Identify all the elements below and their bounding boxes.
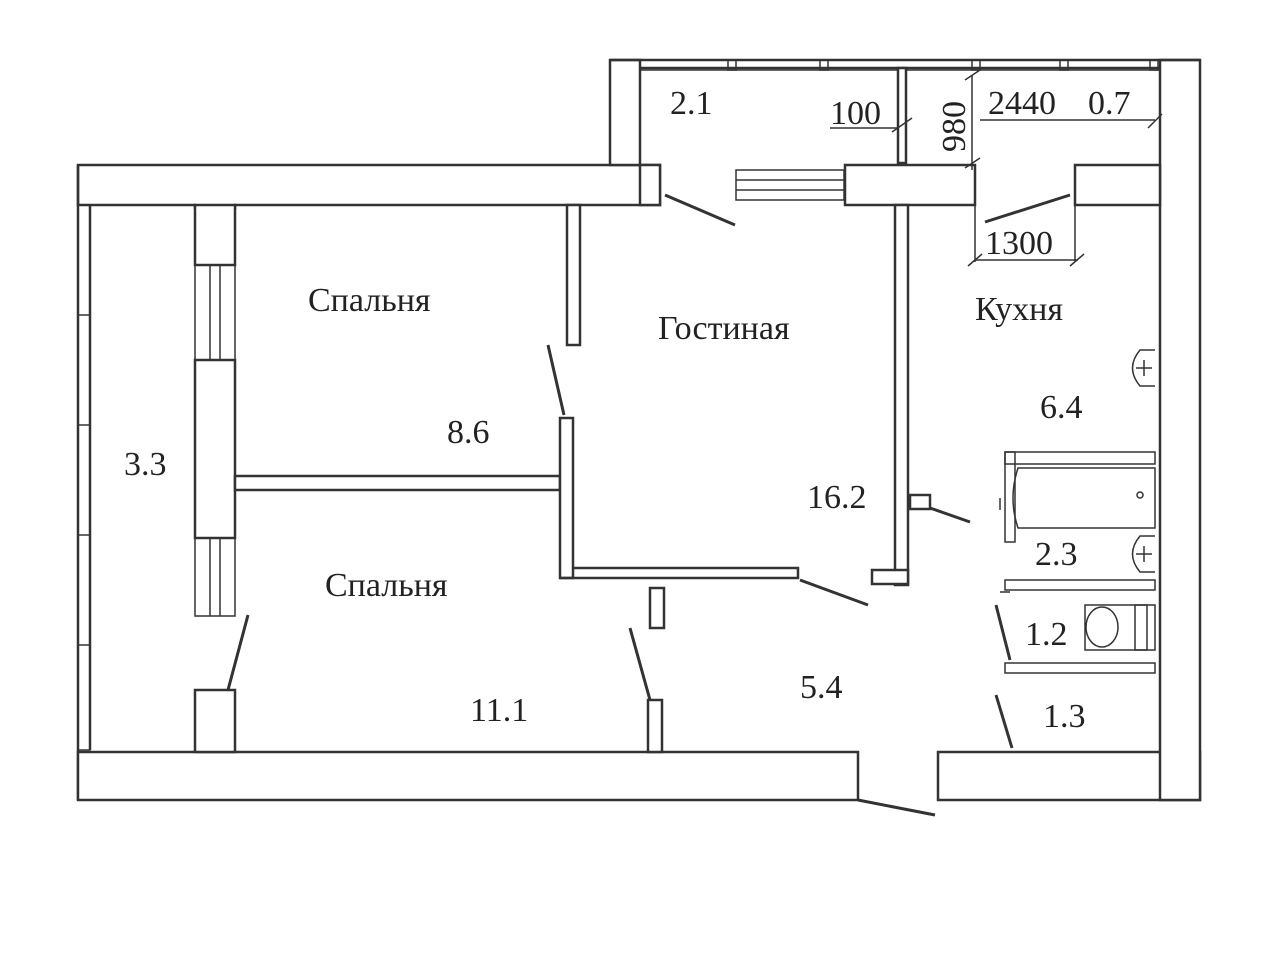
dimension-100: 100 xyxy=(830,95,881,132)
balcony-area: 2.1 xyxy=(670,85,713,122)
bathroom-area: 2.3 xyxy=(1035,536,1078,573)
dimension-980: 980 xyxy=(936,101,973,152)
balcony-window xyxy=(639,59,1161,201)
loggia-area: 3.3 xyxy=(124,446,167,483)
bedroom-bottom-area: 11.1 xyxy=(470,692,528,729)
closet-area: 1.3 xyxy=(1043,698,1086,735)
dimension-1300: 1300 xyxy=(985,225,1053,262)
exterior-walls xyxy=(76,58,1202,802)
loggia-inner-wall xyxy=(193,203,237,754)
hallway-area: 5.4 xyxy=(800,669,843,706)
living-room-area: 16.2 xyxy=(807,479,867,516)
bedroom-bottom-name: Спальня xyxy=(325,567,448,604)
living-room-name: Гостиная xyxy=(658,310,790,347)
sink-icon xyxy=(1131,349,1155,387)
fixtures xyxy=(999,349,1156,651)
balcony-right-area: 0.7 xyxy=(1088,85,1131,122)
kitchen-area: 6.4 xyxy=(1040,389,1083,426)
interior-walls xyxy=(233,203,1156,754)
toilet-icon xyxy=(1084,604,1156,651)
kitchen-name: Кухня xyxy=(975,291,1063,328)
dimension-lines xyxy=(830,69,1163,267)
bedroom-top-name: Спальня xyxy=(308,282,431,319)
bedroom-top-area: 8.6 xyxy=(447,414,490,451)
dimension-2440: 2440 xyxy=(988,85,1056,122)
loggia-window xyxy=(77,204,91,751)
toilet-area: 1.2 xyxy=(1025,616,1068,653)
washbasin-icon xyxy=(1131,535,1155,573)
bathtub-icon xyxy=(1012,467,1156,529)
doors xyxy=(226,193,1071,817)
